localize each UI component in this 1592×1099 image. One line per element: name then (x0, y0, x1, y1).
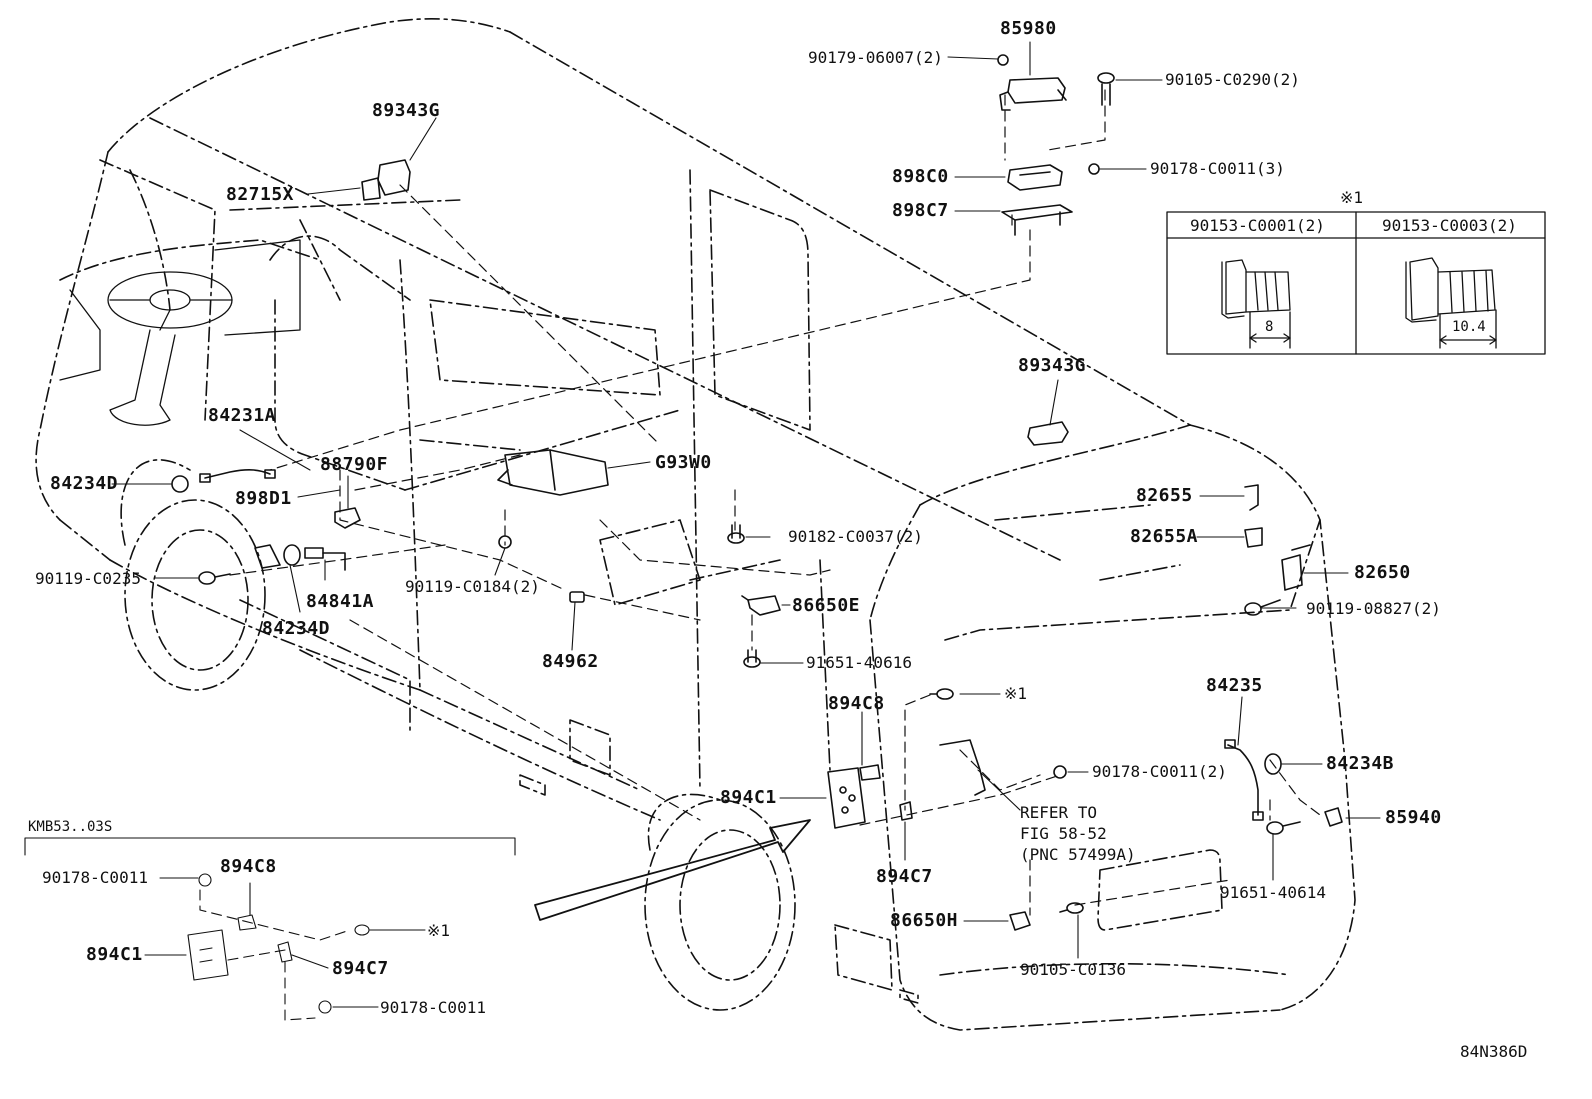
label-84234D-bottom[interactable]: 84234D (262, 618, 331, 639)
part-82650 (1281, 544, 1311, 591)
label-86650E[interactable]: 86650E (792, 595, 861, 616)
part-84234B (1264, 753, 1282, 775)
part-86650E (741, 595, 781, 616)
label-90119-C0235[interactable]: 90119-C0235 (35, 569, 141, 588)
label-84234B[interactable]: 84234B (1326, 753, 1395, 774)
variant-label-894C7[interactable]: 894C7 (332, 958, 389, 979)
label-84841A[interactable]: 84841A (306, 591, 375, 612)
label-90105-C0136[interactable]: 90105-C0136 (1020, 960, 1126, 979)
part-898C0 (1007, 164, 1063, 191)
direction-arrow (534, 819, 811, 921)
label-90182-C0037[interactable]: 90182-C0037(2) (788, 527, 923, 546)
rear-wheel (644, 793, 796, 1011)
label-refer-line3[interactable]: (PNC 57499A) (1020, 845, 1136, 864)
label-refer-line1[interactable]: REFER TO (1020, 803, 1098, 822)
part-x1-bolt-mid (929, 688, 954, 700)
label-82655A[interactable]: 82655A (1130, 526, 1199, 547)
part-898D1 (254, 544, 281, 569)
part-84962 (569, 591, 585, 603)
leader-lines (111, 41, 1381, 959)
label-84962[interactable]: 84962 (542, 651, 599, 672)
part-84235 (1224, 739, 1264, 821)
label-x1-mid: ※1 (1004, 684, 1028, 703)
part-894C8 (859, 764, 881, 781)
part-91651-40614 (1266, 821, 1301, 835)
label-91651-40616[interactable]: 91651-40616 (806, 653, 912, 672)
part-88790F (334, 507, 361, 529)
variant-label-894C1[interactable]: 894C1 (86, 944, 143, 965)
part-91651-40616 (743, 649, 761, 668)
part-90119-C0235 (198, 571, 231, 585)
inset-note: ※1 (1340, 188, 1364, 207)
label-89343G-roof[interactable]: 89343G (1018, 355, 1087, 376)
part-894C7 (899, 801, 913, 821)
label-85940[interactable]: 85940 (1385, 807, 1442, 828)
label-894C8[interactable]: 894C8 (828, 693, 885, 714)
label-82715X[interactable]: 82715X (226, 184, 295, 205)
label-90179-06007[interactable]: 90179-06007(2) (808, 48, 943, 67)
label-84235[interactable]: 84235 (1206, 675, 1263, 696)
part-89343G-top (361, 159, 411, 201)
part-84841A (304, 547, 346, 571)
label-898C0[interactable]: 898C0 (892, 166, 949, 187)
label-82655[interactable]: 82655 (1136, 485, 1193, 506)
part-82655 (1244, 484, 1259, 511)
label-89343G-top[interactable]: 89343G (372, 100, 441, 121)
part-84234D-left (171, 475, 189, 493)
variant-label-x1: ※1 (427, 921, 451, 940)
label-90178-C0011-2[interactable]: 90178-C0011(2) (1092, 762, 1227, 781)
label-84234D-left[interactable]: 84234D (50, 473, 119, 494)
part-89343G-roof (1027, 421, 1069, 446)
part-82655A (1244, 527, 1263, 548)
label-91651-40614[interactable]: 91651-40614 (1220, 883, 1326, 902)
label-90178-C0011-3[interactable]: 90178-C0011(3) (1150, 159, 1285, 178)
part-G93W0 (497, 449, 609, 496)
steering-wheel (59, 239, 301, 426)
label-90119-08827[interactable]: 90119-08827(2) (1306, 599, 1441, 618)
part-85980 (997, 54, 1067, 111)
part-86650H (1009, 911, 1031, 931)
label-82650[interactable]: 82650 (1354, 562, 1411, 583)
label-90119-C0184[interactable]: 90119-C0184(2) (405, 577, 540, 596)
label-898D1[interactable]: 898D1 (235, 488, 292, 509)
label-90105-C0290[interactable]: 90105-C0290(2) (1165, 70, 1300, 89)
label-84231A[interactable]: 84231A (208, 405, 277, 426)
part-894C1 (827, 767, 866, 829)
van-body-outline (35, 18, 1356, 1031)
inset-dim2: 10.4 (1452, 319, 1486, 335)
part-84231A (199, 469, 276, 483)
part-84234D-bottom (283, 544, 301, 566)
part-90105-C0290 (1097, 72, 1115, 106)
inset-table (1166, 211, 1546, 355)
variant-title: KMB53..03S (28, 819, 113, 835)
connection-lines (229, 89, 1321, 916)
variant-label-894C8[interactable]: 894C8 (220, 856, 277, 877)
part-898C7 (1001, 204, 1073, 236)
variant-label-90178-b[interactable]: 90178-C0011 (380, 998, 486, 1017)
label-86650H[interactable]: 86650H (890, 910, 959, 931)
inset-col1-part[interactable]: 90153-C0001(2) (1190, 216, 1325, 235)
label-G93W0[interactable]: G93W0 (655, 452, 712, 473)
inset-col2-part[interactable]: 90153-C0003(2) (1382, 216, 1517, 235)
front-wheel (120, 459, 266, 691)
part-90178-C0011-nut (1088, 163, 1100, 175)
variant-label-90178-a[interactable]: 90178-C0011 (42, 868, 148, 887)
label-894C7[interactable]: 894C7 (876, 866, 933, 887)
label-894C1[interactable]: 894C1 (720, 787, 777, 808)
variant-box (24, 837, 516, 1021)
label-85980[interactable]: 85980 (1000, 18, 1057, 39)
part-90182-C0037 (727, 524, 745, 544)
part-90178-C0011-2 (1053, 765, 1067, 779)
diagram-id: 84N386D (1460, 1042, 1528, 1061)
part-85940 (1324, 807, 1343, 827)
label-898C7[interactable]: 898C7 (892, 200, 949, 221)
part-90105-C0136 (1059, 902, 1084, 914)
inset-dim1: 8 (1265, 319, 1274, 335)
part-bracket (939, 739, 986, 796)
label-refer-line2[interactable]: FIG 58-52 (1020, 824, 1107, 843)
label-88790F[interactable]: 88790F (320, 454, 389, 475)
part-90119-08827 (1244, 599, 1281, 616)
